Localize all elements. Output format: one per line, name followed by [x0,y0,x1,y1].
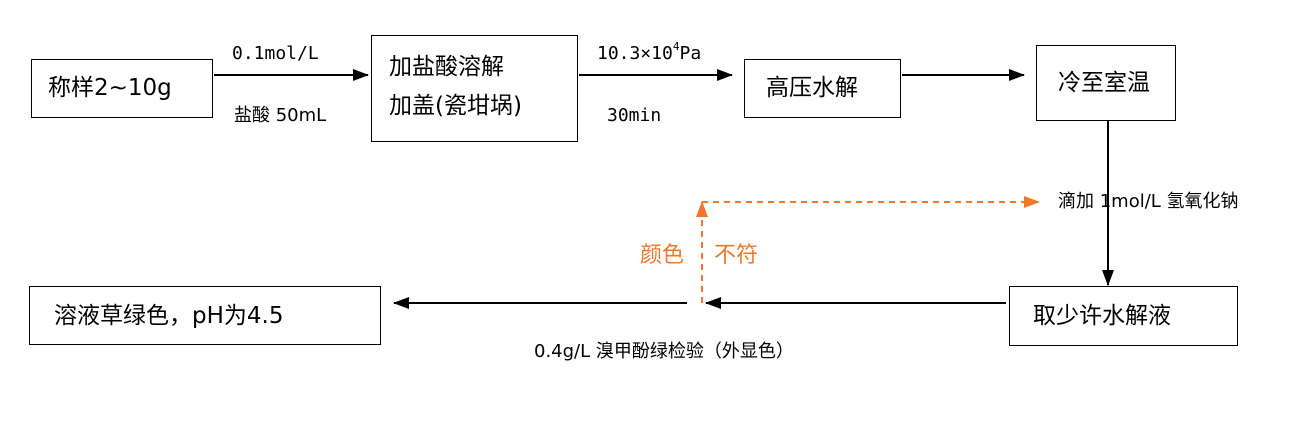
label-acid-volume: 盐酸 50mL [234,105,327,126]
box-weigh: 称样2~10g [31,59,213,118]
box-dissolve-line1: 加盐酸溶解 [389,54,504,80]
label-acid-concentration: 0.1mol/L [232,43,319,64]
label-mismatch-right: 不符 [714,243,759,268]
label-mismatch-left: 颜色 [640,243,685,268]
box-hydrolysis: 高压水解 [744,59,901,118]
box-cool-text: 冷至室温 [1058,70,1150,96]
box-sample-text: 取少许水解液 [1033,303,1171,329]
box-result: 溶液草绿色，pH为4.5 [29,286,381,345]
label-naoh: 滴加 1mol/L 氢氧化钠 [1058,191,1239,212]
label-pressure-exponent: 4 [672,40,680,53]
box-dissolve-line2: 加盖(瓷坩埚) [389,93,522,119]
label-time: 30min [607,105,662,126]
label-pressure-unit: Pa [679,43,702,64]
box-hydrolysis-text: 高压水解 [766,75,858,101]
label-test: 0.4g/L 溴甲酚绿检验（外显色） [534,341,794,362]
label-pressure-base: 10.3×10 [597,43,673,64]
box-result-text: 溶液草绿色，pH为4.5 [54,303,284,329]
box-dissolve: 加盐酸溶解 加盖(瓷坩埚) [371,35,578,142]
box-weigh-text: 称样2~10g [48,75,172,101]
box-sample: 取少许水解液 [1009,286,1238,346]
label-pressure: 10.3×104Pa [597,41,702,64]
box-cool: 冷至室温 [1036,45,1176,121]
